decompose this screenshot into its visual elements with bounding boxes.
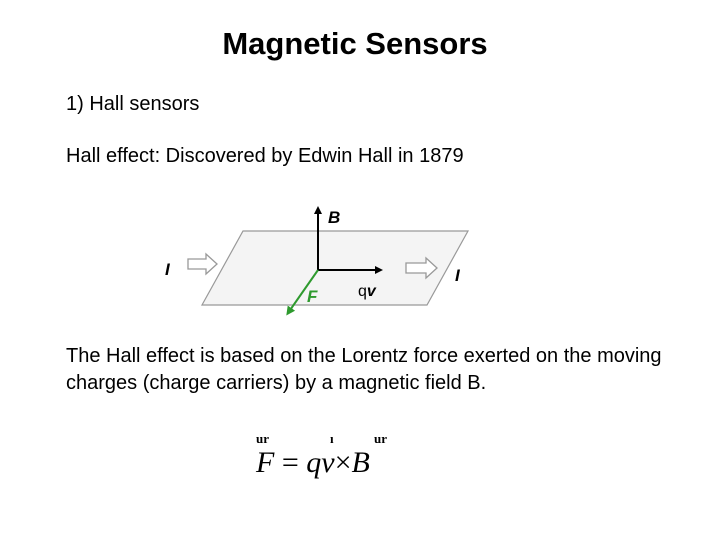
lorentz-formula: ur ı ur F = qv×B xyxy=(252,426,412,486)
qv-label: qv xyxy=(358,283,377,300)
body-text: The Hall effect is based on the Lorentz … xyxy=(66,345,662,394)
formula-b: B xyxy=(351,446,370,479)
b-label: B xyxy=(328,208,340,227)
intro-text: Hall effect: Discovered by Edwin Hall in… xyxy=(66,145,464,167)
formula-equals: = xyxy=(274,446,307,479)
current-out-arrow xyxy=(405,256,438,280)
current-in-label: I xyxy=(165,260,171,279)
formula-times: × xyxy=(334,446,352,479)
slide-title: Magnetic Sensors xyxy=(222,26,488,61)
conductor-plate xyxy=(200,230,470,306)
qv-label-v: v xyxy=(367,283,377,300)
qv-label-q: q xyxy=(358,283,367,300)
vector-mark-b: ur xyxy=(374,431,387,446)
vector-mark-f: ur xyxy=(256,431,269,446)
hall-effect-diagram: B I I F qv xyxy=(165,206,470,316)
current-out-label: I xyxy=(455,266,461,285)
vector-mark-v: ı xyxy=(330,431,334,446)
section-heading: 1) Hall sensors xyxy=(66,93,200,115)
current-in-arrow xyxy=(187,252,218,276)
formula-qv: qv xyxy=(306,446,335,479)
formula-expression: F = qv×B xyxy=(256,446,370,480)
force-label: F xyxy=(307,287,318,306)
formula-f: F xyxy=(256,446,275,479)
force-arrow xyxy=(286,269,319,316)
